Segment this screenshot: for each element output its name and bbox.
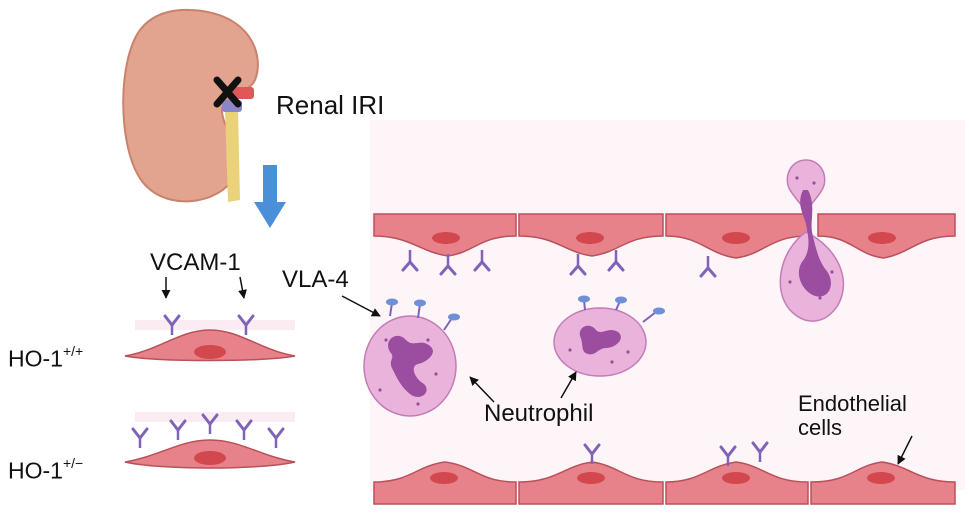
ho1-wt-genotype: +/+ xyxy=(62,343,84,359)
vla4-arrow xyxy=(341,295,381,317)
renal-iri-label: Renal IRI xyxy=(276,90,385,120)
endothelial-arrow xyxy=(897,435,913,465)
neutrophil-large xyxy=(363,298,460,417)
endothelial-cell-het xyxy=(124,412,296,469)
kidney-icon xyxy=(122,8,259,203)
endothelial-label-line2: cells xyxy=(798,415,843,440)
endothelial-label-line1: Endothelial xyxy=(798,391,907,416)
ho1-wt-label: HO-1+/+ xyxy=(8,343,84,372)
ho1-het-genotype: +/− xyxy=(62,455,84,471)
vla4-label: VLA-4 xyxy=(282,266,349,293)
neutrophil-arrow-right xyxy=(560,371,577,399)
ho1-het-label: HO-1+/− xyxy=(8,455,84,484)
neutrophil-rolling xyxy=(553,295,665,377)
x-mark-icon xyxy=(213,76,242,108)
endothelial-cell-wt xyxy=(124,314,296,362)
neutrophil-arrow-left xyxy=(469,376,495,403)
vcam-arrow-right xyxy=(238,276,247,299)
transmigrating-neutrophil xyxy=(779,159,845,322)
ho1-wt-base: HO-1 xyxy=(8,345,63,372)
lower-endothelium xyxy=(373,441,956,505)
vessel-lumen xyxy=(370,120,965,490)
ho1-het-base: HO-1 xyxy=(8,457,63,484)
neutrophil-label: Neutrophil xyxy=(484,400,594,427)
down-arrow-icon xyxy=(254,165,286,228)
vcam1-label: VCAM-1 xyxy=(150,249,241,276)
endothelial-cells-label: Endothelial cells xyxy=(798,392,907,440)
upper-endothelium xyxy=(373,213,956,278)
